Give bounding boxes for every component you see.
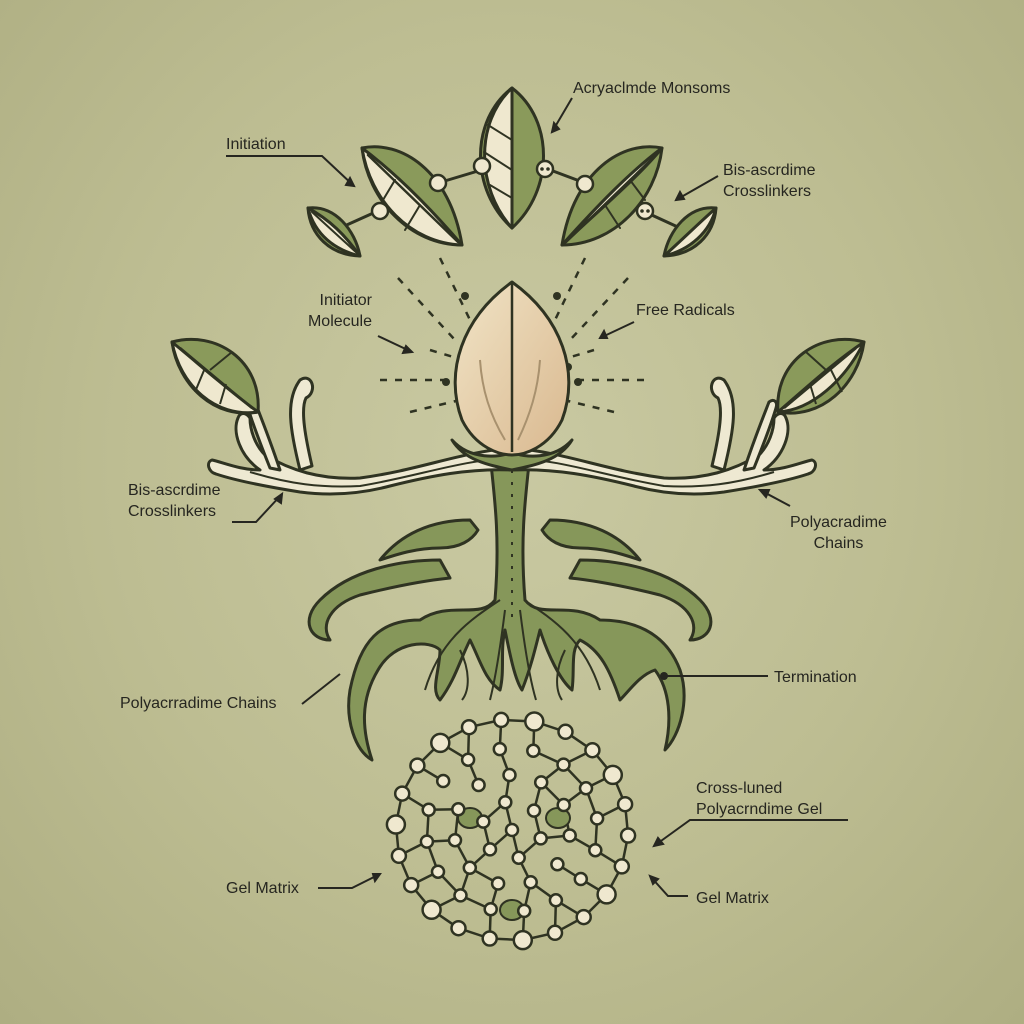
- gel-node: [462, 860, 478, 876]
- gel-node: [385, 814, 407, 835]
- label-line: Bis-ascrdime: [128, 482, 221, 499]
- side-leaf-left: [170, 337, 260, 415]
- gel-node: [430, 732, 451, 754]
- label-gel-matrix-right: Gel Matrix: [696, 890, 769, 907]
- label-polyacrylamide-chains-left: Polyacrradime Chains: [120, 695, 277, 712]
- gel-node: [447, 832, 463, 848]
- label-line: Initiator: [319, 292, 372, 309]
- label-termination: Termination: [774, 669, 857, 686]
- monomer-leaf-left-1: [360, 145, 464, 247]
- gel-node: [481, 930, 498, 947]
- gel-node: [602, 764, 624, 786]
- gel-node: [548, 893, 564, 908]
- label-line: Crosslinkers: [723, 183, 812, 200]
- gel-node: [492, 711, 510, 729]
- gel-node: [533, 775, 549, 790]
- label-crosslinked-gel: Cross-luned Polyacrndime Gel: [696, 778, 822, 820]
- gel-node: [584, 741, 601, 759]
- gel-node: [526, 803, 542, 818]
- gel-node: [402, 876, 420, 894]
- root-detail-lines: [424, 470, 601, 701]
- label-initiator-molecule: Initiator Molecule: [272, 290, 372, 332]
- gel-matrix-network: [385, 711, 637, 951]
- initiator-seed: [450, 280, 574, 472]
- gel-node: [575, 908, 592, 926]
- gel-node: [419, 834, 435, 849]
- gel-node: [460, 752, 476, 767]
- gel-node: [616, 795, 634, 813]
- label-free-radicals: Free Radicals: [636, 302, 735, 319]
- gel-node: [453, 888, 468, 903]
- gel-node: [409, 757, 426, 774]
- gel-node: [430, 864, 446, 879]
- gel-node: [498, 794, 513, 810]
- gel-node: [562, 828, 577, 843]
- monomer-chain: [306, 86, 718, 258]
- gel-node: [451, 802, 466, 817]
- gel-node: [619, 827, 637, 844]
- gel-node: [523, 874, 538, 890]
- gel-node: [546, 924, 564, 942]
- gel-node: [512, 929, 534, 951]
- polymer-roots: [307, 453, 713, 762]
- gel-node: [524, 711, 545, 732]
- gel-node: [421, 899, 442, 921]
- gel-node: [421, 802, 436, 818]
- gel-node: [557, 723, 574, 741]
- gel-node: [596, 884, 617, 905]
- gel-node: [450, 919, 467, 937]
- gel-node: [550, 857, 565, 872]
- label-line: Crosslinkers: [128, 503, 217, 520]
- monomer-leaf-left-2: [306, 206, 362, 258]
- gel-node: [578, 781, 594, 796]
- gel-node: [504, 822, 520, 838]
- gel-node: [492, 741, 508, 757]
- monomer-leaf-center: [479, 86, 545, 230]
- gel-node: [390, 847, 408, 865]
- gel-node: [502, 767, 517, 783]
- label-line: Bis-ascrdime: [723, 162, 816, 179]
- gel-node: [476, 814, 491, 829]
- gel-node: [490, 876, 506, 891]
- gel-node: [516, 903, 532, 919]
- label-initiation: Initiation: [226, 136, 286, 153]
- gel-node: [533, 831, 548, 846]
- gel-node: [435, 773, 451, 789]
- gel-node: [526, 743, 541, 759]
- label-bis-crosslinkers-top: Bis-ascrdime Crosslinkers: [723, 160, 815, 202]
- label-line: Molecule: [307, 313, 372, 330]
- label-line: Polyacrndime Gel: [696, 801, 823, 818]
- gel-node: [573, 871, 589, 887]
- label-line: Polyacradime: [790, 514, 887, 531]
- gel-node: [471, 777, 486, 793]
- label-bis-crosslinkers-left: Bis-ascrdime Crosslinkers: [128, 480, 220, 522]
- side-leaf-right: [776, 337, 866, 415]
- gel-node: [482, 842, 498, 857]
- label-line: Chains: [813, 535, 864, 552]
- gel-node: [613, 858, 631, 875]
- gel-node: [511, 850, 526, 866]
- label-pointers: [226, 97, 848, 897]
- gel-node: [460, 718, 478, 736]
- label-polyacrylamide-chains-right: Polyacradime Chains: [790, 512, 887, 554]
- gel-node: [393, 785, 411, 802]
- label-acrylamide-monomers: Acryaclmde Monsoms: [573, 80, 731, 97]
- gel-node: [588, 842, 603, 858]
- gel-node: [483, 901, 498, 917]
- monomer-leaf-right-1: [560, 145, 664, 247]
- gel-node: [589, 811, 605, 826]
- label-line: Cross-luned: [696, 780, 783, 797]
- gel-node: [556, 757, 571, 772]
- monomer-leaf-right-2: [662, 206, 718, 258]
- label-gel-matrix-left: Gel Matrix: [226, 880, 299, 897]
- gel-node: [556, 797, 571, 813]
